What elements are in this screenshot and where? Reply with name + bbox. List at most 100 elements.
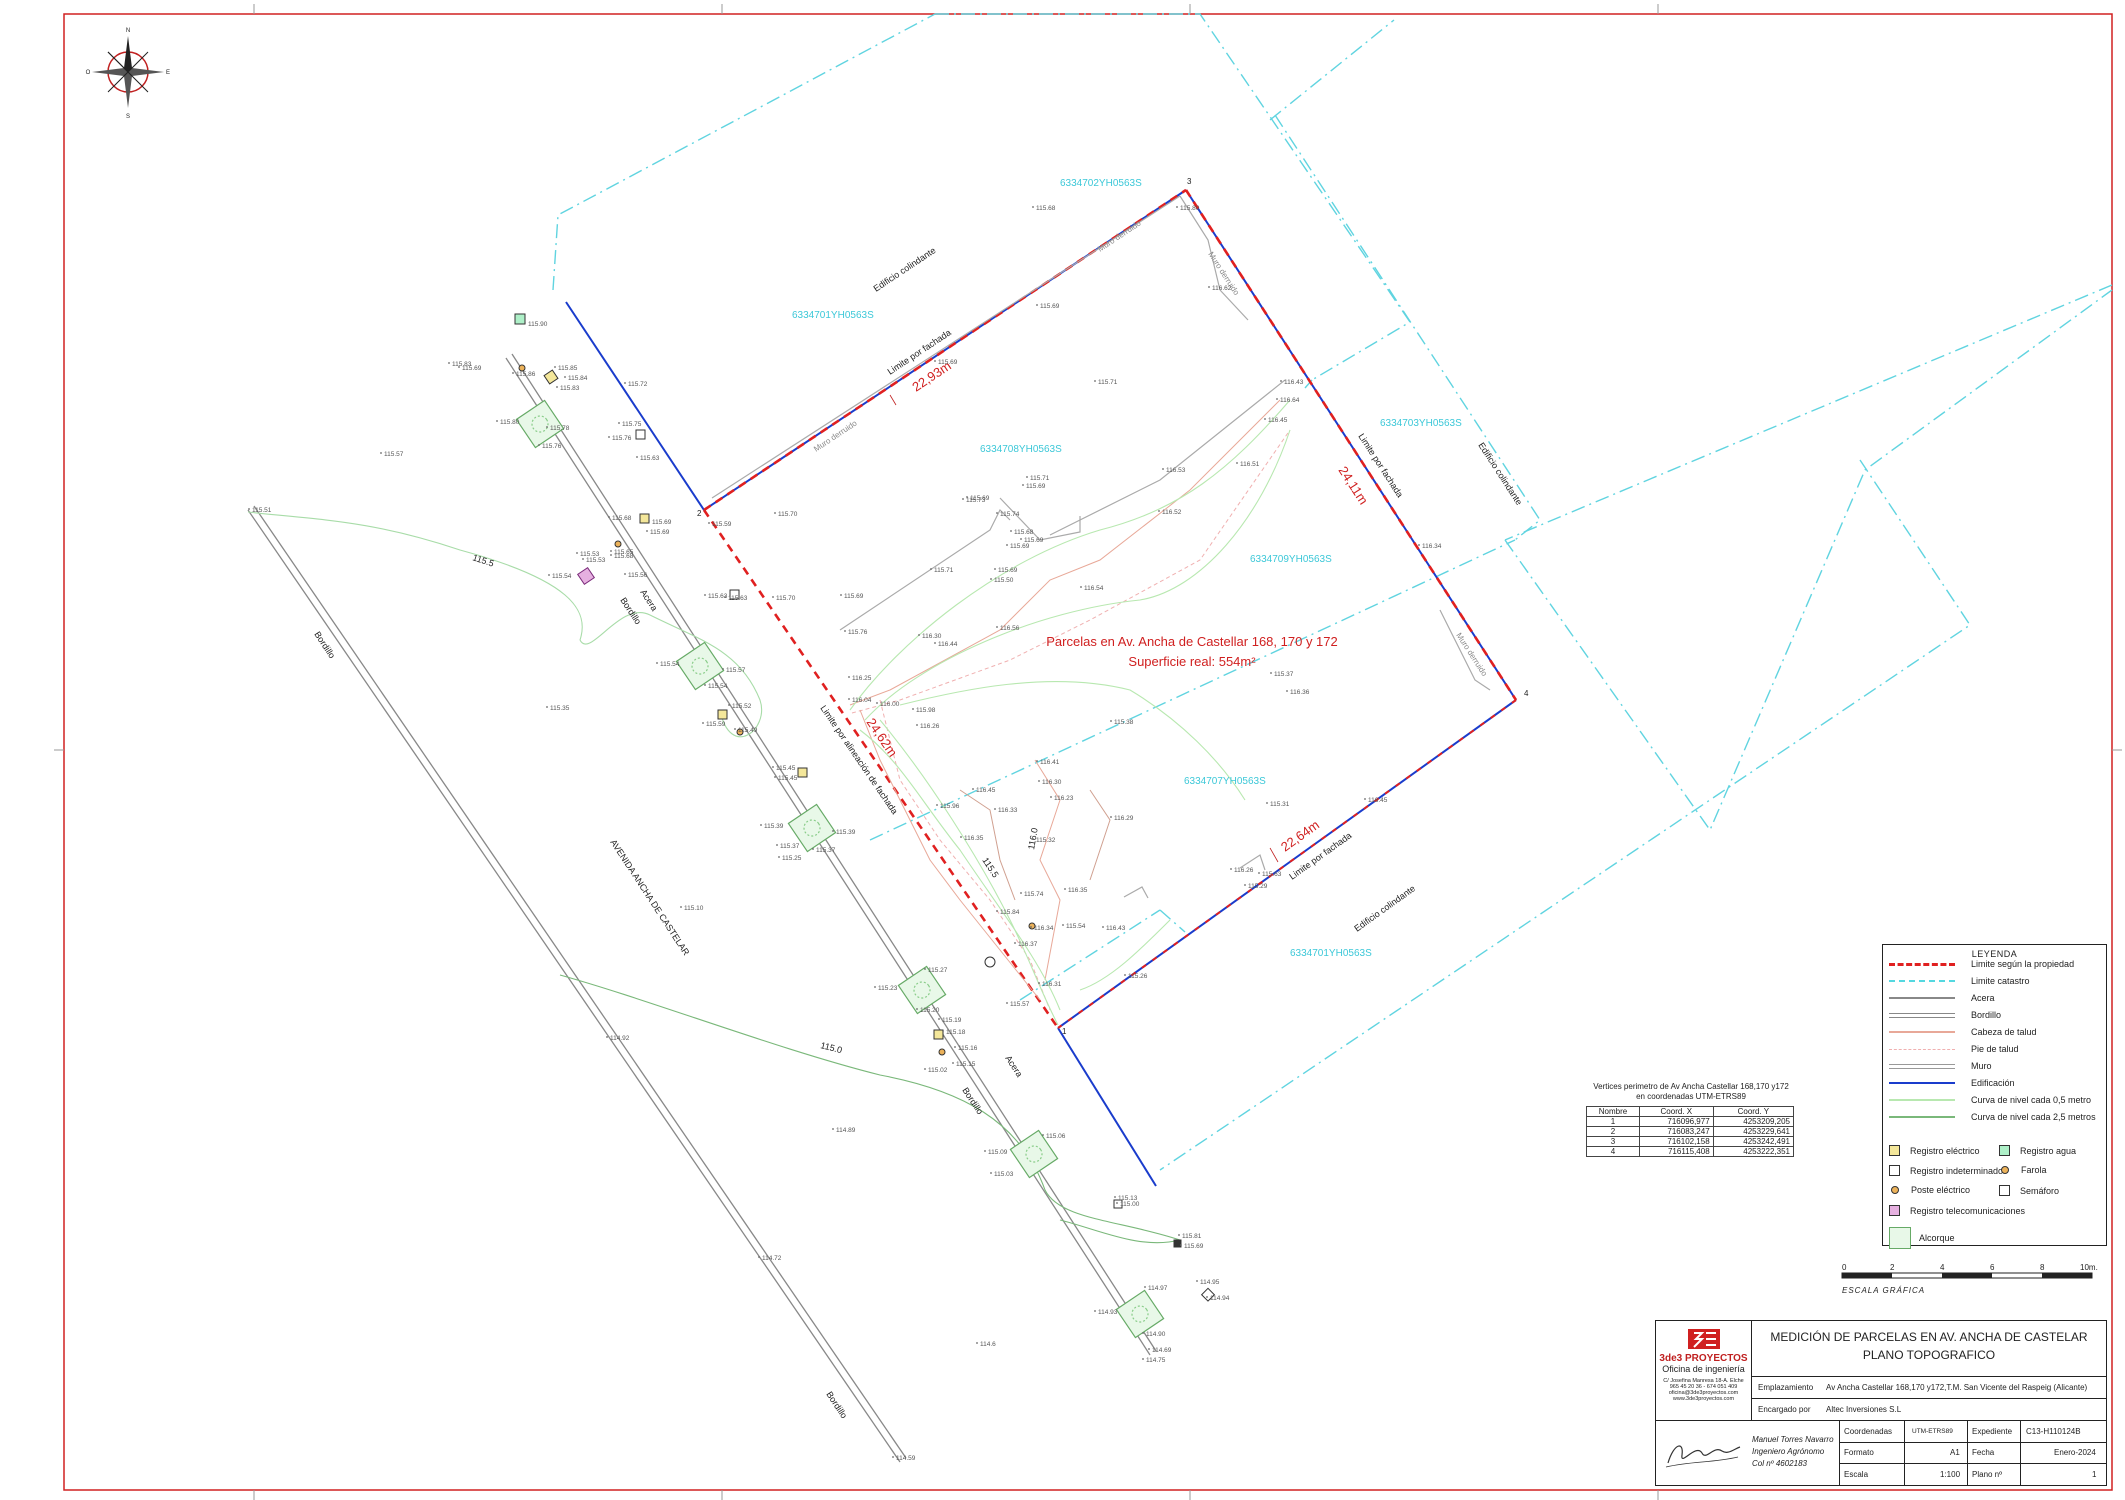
legend-symbol-label: Registro eléctrico — [1910, 1145, 1980, 1156]
elevation-point: 115.63 — [636, 455, 660, 462]
elevation-label: 115.31 — [1270, 801, 1290, 808]
elevation-dot — [1020, 892, 1022, 894]
elevation-label: 115.69 — [970, 495, 990, 502]
elevation-point: 116.31 — [1038, 981, 1062, 988]
elevation-label: 115.74 — [1000, 511, 1020, 518]
elevation-label: 115.70 — [778, 511, 798, 518]
elevation-point: 116.64 — [1276, 397, 1300, 404]
streetlight-icon — [2001, 1166, 2009, 1174]
table-cell: 716102,158 — [1639, 1136, 1714, 1147]
elevation-dot — [832, 1128, 834, 1130]
elevation-label: 115.69 — [998, 567, 1018, 574]
legend-swatch — [1889, 1116, 1955, 1118]
elevation-label: 115.23 — [878, 985, 898, 992]
elevation-label: 116.04 — [852, 697, 872, 704]
elevation-label: 116.52 — [1162, 509, 1182, 516]
elevation-point: 115.32 — [1032, 837, 1056, 844]
elevation-label: 115.84 — [1000, 909, 1020, 916]
elevation-label: 116.23 — [1054, 795, 1074, 802]
elevation-dot — [1014, 942, 1016, 944]
compass-e: E — [166, 70, 170, 76]
elevation-label: 115.03 — [994, 1171, 1014, 1178]
elevation-label: 115.54 — [1066, 923, 1086, 930]
elevation-dot — [1116, 1202, 1118, 1204]
elevation-point: 115.35 — [546, 705, 570, 712]
date-label: Fecha — [1972, 1448, 1995, 1457]
elevation-dot — [1142, 1332, 1144, 1334]
elevation-label: 115.84 — [568, 375, 588, 382]
table-cell: 716096,977 — [1639, 1116, 1714, 1127]
scale-tick-10: 10m. — [2080, 1263, 2098, 1272]
elevation-point: 115.02 — [924, 1067, 948, 1074]
format-value: A1 — [1950, 1448, 1960, 1457]
elevation-point: 115.39 — [760, 823, 784, 830]
metadata-grid: Coordenadas UTM-ETRS89 Expediente C13-H1… — [1840, 1421, 2106, 1485]
elevation-dot — [1418, 544, 1420, 546]
facade-alignment-limit: Limite por alineación de fachada — [818, 703, 899, 816]
legend-line-item: Curva de nivel cada 0,5 metro — [1889, 1093, 2103, 1107]
elevation-point: 116.45 — [1364, 797, 1388, 804]
wall-label-1: Muro derruido — [1096, 218, 1143, 253]
legend-symbol-item: Registro telecomunicaciones — [1889, 1205, 2025, 1216]
elevation-label: 116.26 — [920, 723, 940, 730]
legend-symbol-item: Registro eléctrico — [1889, 1145, 1980, 1156]
elevation-label: 115.45 — [778, 775, 798, 782]
format-label: Formato — [1844, 1448, 1874, 1457]
elevation-dot — [1102, 926, 1104, 928]
legend-symbol-item: Alcorque — [1889, 1227, 1955, 1249]
elevation-point: 115.69 — [1006, 543, 1030, 550]
vertex-4: 4 — [1524, 689, 1529, 698]
elevation-dot — [1258, 872, 1260, 874]
elevation-dot — [724, 596, 726, 598]
elevation-point: 115.73 — [962, 497, 986, 504]
elevation-point: 115.49 — [734, 727, 758, 734]
elevation-point: 115.68 — [1010, 529, 1034, 536]
legend-line-item: Edificación — [1889, 1076, 2103, 1090]
elevation-point: 114.6 — [976, 1341, 996, 1348]
elevation-point: 115.25 — [778, 855, 802, 862]
legend-symbol-label: Alcorque — [1919, 1233, 1955, 1243]
elevation-point: 115.75 — [618, 421, 642, 428]
elevation-dot — [1062, 924, 1064, 926]
table-cell: 2 — [1586, 1126, 1640, 1137]
elevation-dot — [458, 366, 460, 368]
elevation-point: 115.71 — [1026, 475, 1050, 482]
elevation-label: 116.30 — [922, 633, 942, 640]
elevation-dot — [984, 1150, 986, 1152]
elevation-point: 115.57 — [380, 451, 404, 458]
tree-pits — [515, 399, 1165, 1339]
elevation-label: 115.51 — [252, 507, 272, 514]
company-address-2: 965 45 20 36 - 674 051 409 — [1669, 1384, 1738, 1390]
legend-symbol-label: Semáforo — [2020, 1185, 2060, 1196]
elevation-label: 115.15 — [956, 1061, 976, 1068]
elevation-label: 114.6 — [980, 1341, 996, 1348]
elevation-label: 115.63 — [640, 455, 660, 462]
elevation-point: 115.63 — [1258, 871, 1282, 878]
legend-line-item: Muro — [1889, 1059, 2103, 1073]
elevation-dot — [1042, 1134, 1044, 1136]
avenue-label: AVENIDA ANCHA DE CASTELAR — [608, 838, 691, 958]
elevation-label: 115.57 — [726, 667, 746, 674]
legend-line-label: Curva de nivel cada 2,5 metros — [1971, 1112, 2096, 1122]
legend-symbol-label: Poste eléctrico — [1911, 1185, 1971, 1195]
legend-line-label: Limite catastro — [1971, 976, 2030, 986]
neighbor-building-1: Edificio colindante — [872, 245, 938, 293]
legend-swatch — [1889, 962, 1955, 966]
legend-symbol-label: Registro indeterminado — [1910, 1165, 2004, 1176]
company-address-3: oficina@3de3proyectos.com — [1668, 1390, 1739, 1396]
legend-line-label: Limite según la propiedad — [1971, 959, 2075, 969]
elevation-point: 116.25 — [848, 675, 872, 682]
elevation-dot — [840, 594, 842, 596]
elevation-label: 115.83 — [452, 361, 472, 368]
elevation-label: 114.94 — [1210, 1295, 1230, 1302]
elevation-point: 115.37 — [776, 843, 800, 850]
legend-swatch — [1889, 980, 1955, 982]
coordinates-label: Coordenadas — [1844, 1427, 1893, 1436]
elevation-dot — [1124, 974, 1126, 976]
engineer-name: Manuel Torres Navarro — [1752, 1435, 1834, 1444]
elevation-point: 114.97 — [1144, 1285, 1168, 1292]
elevation-dot — [1144, 1286, 1146, 1288]
elevation-dot — [546, 426, 548, 428]
elevation-dot — [702, 722, 704, 724]
